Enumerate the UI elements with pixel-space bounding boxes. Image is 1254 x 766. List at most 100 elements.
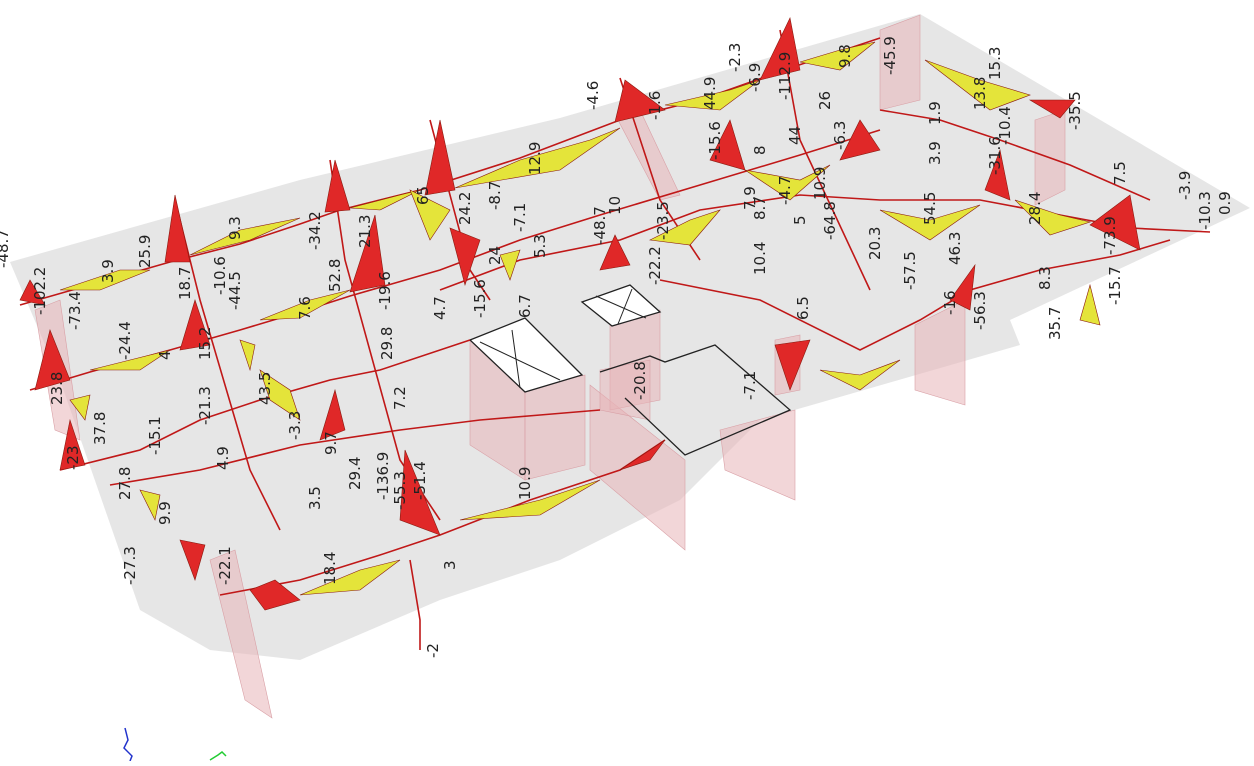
moment-value-label: -73.9	[1101, 216, 1119, 255]
diagram-fill-negative	[349, 214, 386, 293]
moment-value-label: -3.3	[286, 411, 304, 440]
moment-value-label: -4.7	[776, 176, 794, 205]
wall-panel	[589, 384, 686, 551]
diagram-fill-positive	[259, 369, 301, 421]
diagram-fill-positive	[59, 269, 151, 291]
moment-value-label: -3.9	[1176, 171, 1194, 200]
moment-value-label: -56.3	[971, 291, 989, 330]
diagram-fill-negative	[1089, 194, 1141, 251]
moment-value-label: 35.7	[1046, 307, 1064, 340]
moment-value-label: -73.4	[66, 291, 84, 330]
axis-z-icon	[123, 727, 133, 762]
moment-value-label: 5.3	[531, 234, 549, 258]
moment-value-label: 26	[816, 91, 834, 110]
moment-value-label: 24	[486, 246, 504, 265]
wall-panel	[524, 374, 586, 481]
moment-value-label: -20.8	[631, 361, 649, 400]
diagram-fill-negative	[949, 263, 976, 311]
moment-value-label: -23.5	[654, 201, 672, 240]
moment-value-label: 7.5	[1111, 161, 1129, 185]
moment-value-label: 15.2	[196, 327, 214, 360]
diagram-fill-negative	[614, 79, 666, 123]
moment-value-label: 3.9	[99, 259, 117, 283]
diagram-fill-positive	[924, 59, 1031, 111]
diagram-fill-positive	[259, 289, 351, 321]
diagram-fill-positive	[459, 479, 601, 521]
diagram-fill-negative	[774, 339, 811, 391]
moment-value-label: 9.3	[226, 216, 244, 240]
moment-value-label: -102.2	[31, 267, 49, 315]
moment-value-label: 18.4	[321, 552, 339, 585]
diagram-fill-positive	[139, 489, 161, 521]
moment-value-label: 7.2	[391, 386, 409, 410]
moment-value-label: -2	[424, 643, 442, 658]
moment-value-label: 46.3	[946, 232, 964, 265]
moment-value-label: 8.3	[1036, 266, 1054, 290]
diagram-fill-negative	[759, 17, 801, 81]
diagram-fill-positive	[409, 189, 451, 241]
moment-value-label: -10.6	[211, 256, 229, 295]
diagram-fill-negative	[319, 388, 346, 441]
moment-value-label: 3.9	[926, 141, 944, 165]
diagram-fill-negative	[619, 439, 666, 471]
wall-panel	[914, 299, 966, 406]
diagram-fill-negative	[179, 299, 211, 351]
moment-value-label: 18.7	[176, 267, 194, 300]
moment-value-label: 15.3	[986, 47, 1004, 80]
moment-value-label: -15.6	[706, 121, 724, 160]
moment-value-label: 54.5	[921, 192, 939, 225]
moment-value-label: 7.9	[741, 186, 759, 210]
moment-value-label: -10.3	[1196, 191, 1214, 230]
diagram-fill-negative	[399, 449, 441, 536]
moment-value-label: -19.6	[376, 271, 394, 310]
moment-value-labels: -48.73.9-102.2-73.423.8-2337.827.89.9-27…	[0, 36, 1234, 658]
diagram-fill-negative	[34, 329, 71, 391]
diagram-fill-positive	[189, 217, 301, 256]
moment-value-label: -57.5	[901, 251, 919, 290]
moment-value-label: -22.1	[216, 546, 234, 585]
moment-value-label: 6.7	[516, 294, 534, 318]
opening-outline	[599, 344, 792, 456]
moment-value-label: 8.7	[751, 196, 769, 220]
moment-value-label: 25.9	[136, 235, 154, 268]
diagram-fill-negative	[599, 234, 631, 271]
moment-value-label: -15.6	[471, 279, 489, 318]
moment-value-label: 29.8	[378, 327, 396, 360]
moment-value-label: 20.3	[866, 227, 884, 260]
moment-value-label: -44.5	[226, 271, 244, 310]
moment-value-label: -15.1	[146, 416, 164, 455]
moment-value-label: 12.9	[526, 142, 544, 175]
diagram-fill-negative	[1028, 99, 1076, 119]
moment-value-label: 3.5	[306, 486, 324, 510]
moment-value-label: 9.8	[836, 44, 854, 68]
moment-value-label: 37.8	[91, 412, 109, 445]
moment-value-label: 28.4	[1026, 192, 1044, 225]
axis-y-icon	[209, 751, 227, 761]
diagram-fill-positive	[1014, 199, 1092, 236]
moment-diagrams	[19, 17, 1141, 611]
diagram-fill-negative	[19, 279, 46, 306]
moment-value-label: 23.8	[48, 372, 66, 405]
moment-value-label: 44.9	[701, 77, 719, 110]
diagram-fill-positive	[744, 164, 831, 201]
moment-value-label: -6.9	[746, 63, 764, 92]
moment-value-label: -55.3	[391, 471, 409, 510]
diagram-fill-positive	[349, 189, 421, 211]
moment-value-label: 4	[156, 350, 174, 360]
moment-value-label: -34.2	[306, 211, 324, 250]
moment-value-label: -35.5	[1066, 91, 1084, 130]
moment-value-label: -2.3	[726, 43, 744, 72]
moment-value-label: 44	[786, 126, 804, 145]
diagram-fill-negative	[59, 418, 86, 471]
moment-value-label: 3	[441, 560, 459, 570]
moment-value-label: 4.7	[431, 296, 449, 320]
moment-value-label: 9.9	[156, 501, 174, 525]
moment-value-label: 6.5	[794, 296, 812, 320]
moment-value-label: 0.9	[1216, 191, 1234, 215]
diagram-fill-positive	[648, 209, 721, 246]
moment-value-label: 21.3	[356, 215, 374, 248]
moment-value-label: 10	[606, 196, 624, 215]
diagram-fill-positive	[89, 349, 171, 371]
